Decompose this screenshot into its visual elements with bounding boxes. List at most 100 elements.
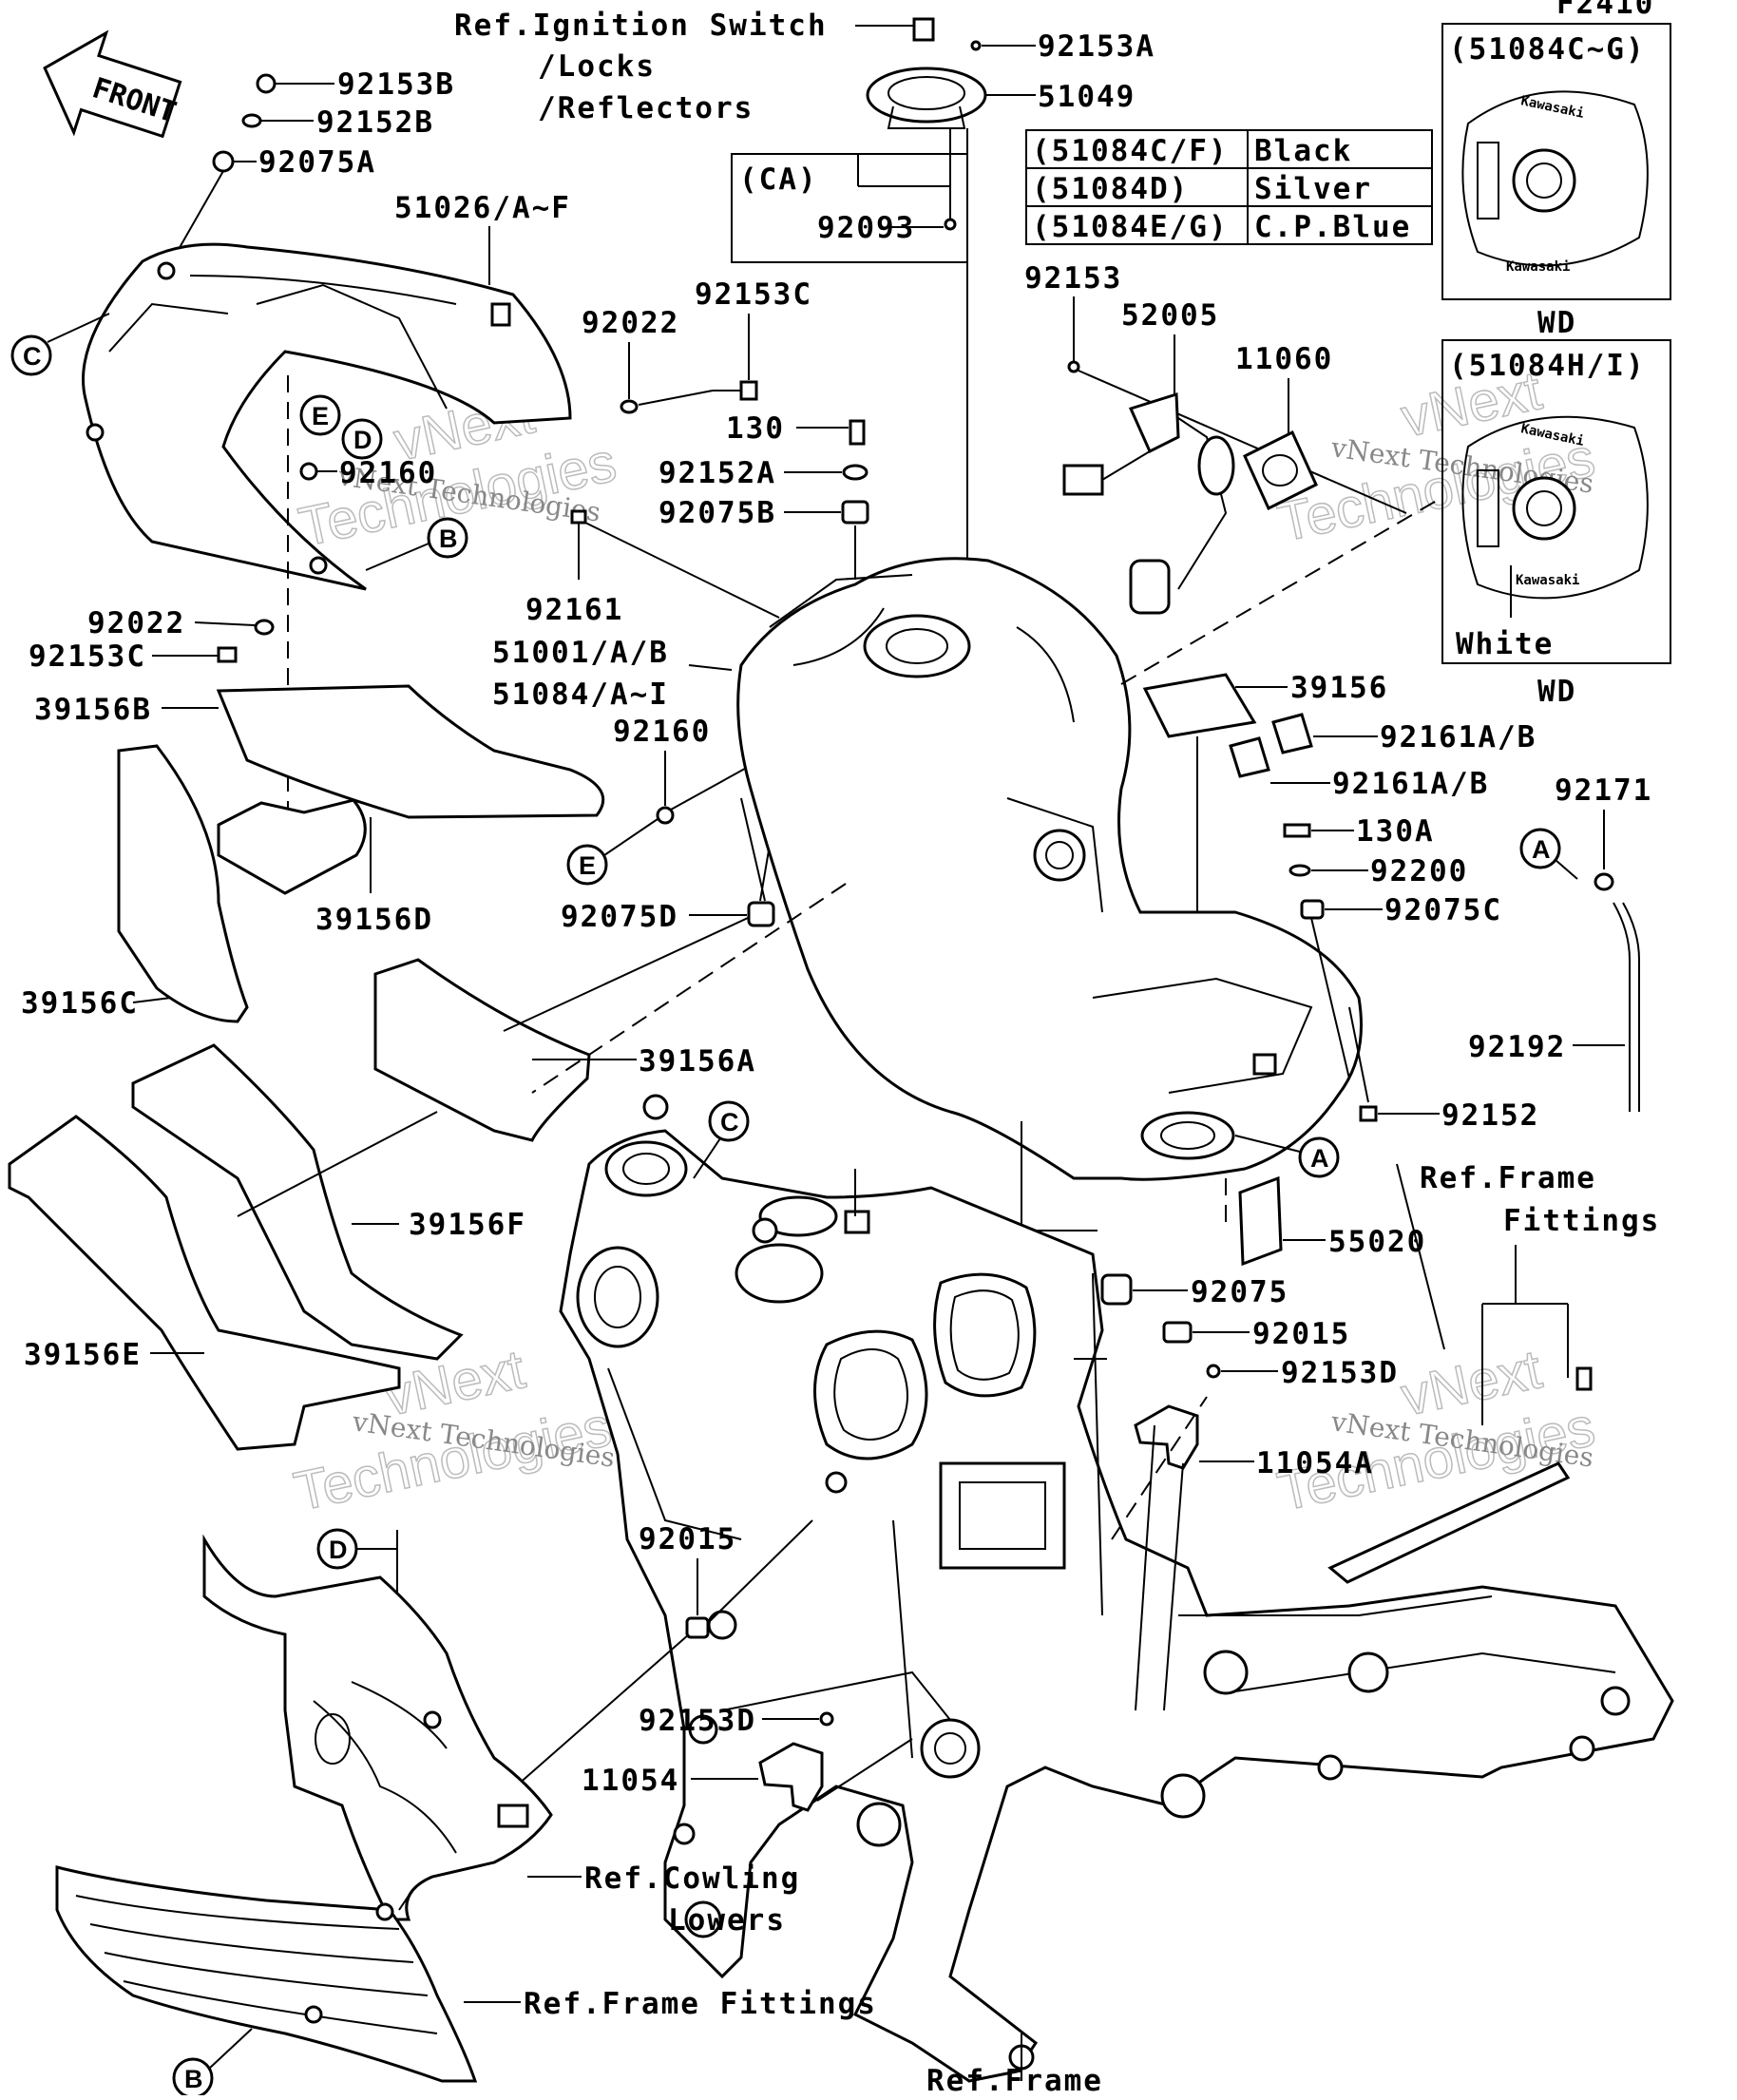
part-92153: 92153	[1024, 261, 1122, 296]
pad-39156d-icon	[217, 798, 367, 895]
cowling-lower-icon	[202, 1534, 553, 1921]
svg-text:E: E	[579, 851, 596, 880]
inset-2-footer: WD	[1537, 675, 1576, 709]
svg-text:B: B	[184, 2065, 203, 2093]
ref-ignition-switch: Ref.Ignition Switch	[454, 9, 828, 43]
color-table: (51084C/F) Black (51084D) Silver (51084E…	[1025, 129, 1433, 245]
washer-92200-icon	[1288, 864, 1311, 877]
part-92171: 92171	[1555, 773, 1652, 808]
part-92153C-center: 92153C	[695, 277, 812, 312]
color-name-3: C.P.Blue	[1254, 210, 1411, 244]
part-92075A: 92075A	[258, 145, 376, 180]
frame-guard-icon	[55, 1865, 478, 2083]
callout-e-center: E	[566, 759, 761, 886]
color-name-1: Black	[1254, 134, 1352, 168]
svg-text:D: D	[329, 1536, 348, 1564]
part-92161AB-lower: 92161A/B	[1332, 767, 1489, 801]
part-39156: 39156	[1290, 671, 1388, 705]
svg-text:A: A	[1310, 1144, 1329, 1173]
collar-92015-upper-icon	[1162, 1321, 1193, 1344]
pad-39156-icon	[1142, 673, 1257, 738]
grommet-92075b-icon	[841, 500, 869, 525]
part-11054A: 11054A	[1256, 1446, 1374, 1480]
ref-ignition-reflectors: /Reflectors	[538, 91, 754, 125]
frame-bracket-right-icon	[1327, 1366, 1593, 1584]
diagram-code: F2410	[1556, 0, 1654, 21]
svg-text:E: E	[312, 402, 329, 430]
part-92015-lower: 92015	[639, 1522, 736, 1556]
inset-2-label: White	[1456, 627, 1554, 661]
part-130: 130	[726, 411, 785, 446]
inset-1-title: (51084C~G)	[1449, 32, 1646, 67]
grommet-92160a-icon	[299, 462, 318, 481]
fuel-pump-52005-icon	[1062, 391, 1235, 615]
part-11054: 11054	[582, 1764, 679, 1798]
front-arrow-icon: FRONT	[43, 29, 182, 139]
pad-39156c-icon	[117, 744, 249, 1023]
pad-39156e-icon	[8, 1115, 401, 1451]
part-55020: 55020	[1328, 1225, 1426, 1259]
svg-text:D: D	[353, 426, 372, 454]
part-92160-left: 92160	[339, 456, 437, 490]
part-51049: 51049	[1038, 80, 1136, 114]
color-code-3: (51084E/G)	[1032, 210, 1229, 244]
part-51001: 51001/A/B	[492, 636, 669, 670]
ref-frame-fittings-right-1: Ref.Frame	[1420, 1161, 1596, 1195]
nut-92075a-icon	[212, 150, 235, 173]
svg-text:B: B	[439, 525, 458, 553]
inset-51084c-g: (51084C~G) Kawasaki Kawasaki	[1441, 23, 1671, 300]
svg-text:A: A	[1532, 835, 1551, 864]
part-92200: 92200	[1370, 854, 1468, 888]
ref-frame-fittings-right-2: Fittings	[1503, 1204, 1660, 1238]
washer-92152b-icon	[241, 113, 262, 128]
ca-box-title: (CA)	[739, 162, 818, 197]
inset-2-title: (51084H/I)	[1449, 349, 1646, 383]
part-92152A: 92152A	[659, 456, 776, 490]
ref-cowling-lowers-2: Lowers	[668, 1903, 786, 1938]
part-39156C: 39156C	[21, 986, 139, 1021]
bolt-92153d-upper-icon	[1206, 1364, 1221, 1379]
washer-92152a-icon	[842, 464, 868, 481]
gasket-11060-icon	[1243, 430, 1318, 511]
hose-92192-icon	[1594, 872, 1640, 1112]
part-92075D: 92075D	[561, 900, 678, 934]
part-92075: 92075	[1191, 1275, 1288, 1309]
callout-d-top: D	[341, 418, 383, 460]
part-92022-center: 92022	[582, 306, 679, 340]
fuel-cap-icon	[866, 67, 987, 129]
part-92152: 92152	[1441, 1098, 1539, 1133]
ca-box: (CA) 92093	[731, 153, 968, 263]
bracket-11054a-icon	[1134, 1404, 1199, 1470]
washer-92022b-icon	[620, 399, 639, 414]
callout-b-lower: B	[172, 2028, 253, 2099]
grommet-92153b-icon	[256, 73, 277, 94]
part-92075B: 92075B	[659, 496, 776, 530]
bolt-92153d-lower-icon	[819, 1711, 834, 1727]
callout-e-top: E	[299, 394, 341, 436]
callout-b-top: B	[365, 517, 468, 571]
callout-c-frame: C	[693, 1100, 750, 1179]
bolt-92153c-center-icon	[713, 380, 758, 401]
color-name-2: Silver	[1254, 172, 1372, 206]
grommet-92075c-icon	[1300, 899, 1325, 920]
pad-92161ab-upper-icon	[1271, 713, 1313, 754]
part-51084: 51084/A~I	[492, 678, 669, 712]
ignition-switch-bolt-icon	[912, 17, 935, 42]
grommet-92075d-icon	[747, 901, 775, 927]
bolt-92153c-left-icon	[217, 646, 238, 663]
part-51026: 51026/A~F	[394, 191, 571, 225]
part-92153A: 92153A	[1038, 29, 1155, 64]
part-92075C: 92075C	[1384, 893, 1502, 927]
part-92152B: 92152B	[316, 105, 434, 140]
ref-frame-fittings-bottom: Ref.Frame Fittings	[524, 1987, 877, 2021]
pad-39156f-icon	[131, 1043, 464, 1361]
inset-1-footer: WD	[1537, 306, 1576, 340]
ref-ignition-locks: /Locks	[538, 49, 656, 84]
bolt-130-icon	[849, 419, 866, 446]
color-code-2: (51084D)	[1032, 172, 1189, 206]
part-52005: 52005	[1121, 298, 1219, 333]
part-92153D-lower: 92153D	[639, 1704, 756, 1738]
label-55020-icon	[1238, 1175, 1283, 1267]
part-39156F: 39156F	[409, 1208, 526, 1242]
